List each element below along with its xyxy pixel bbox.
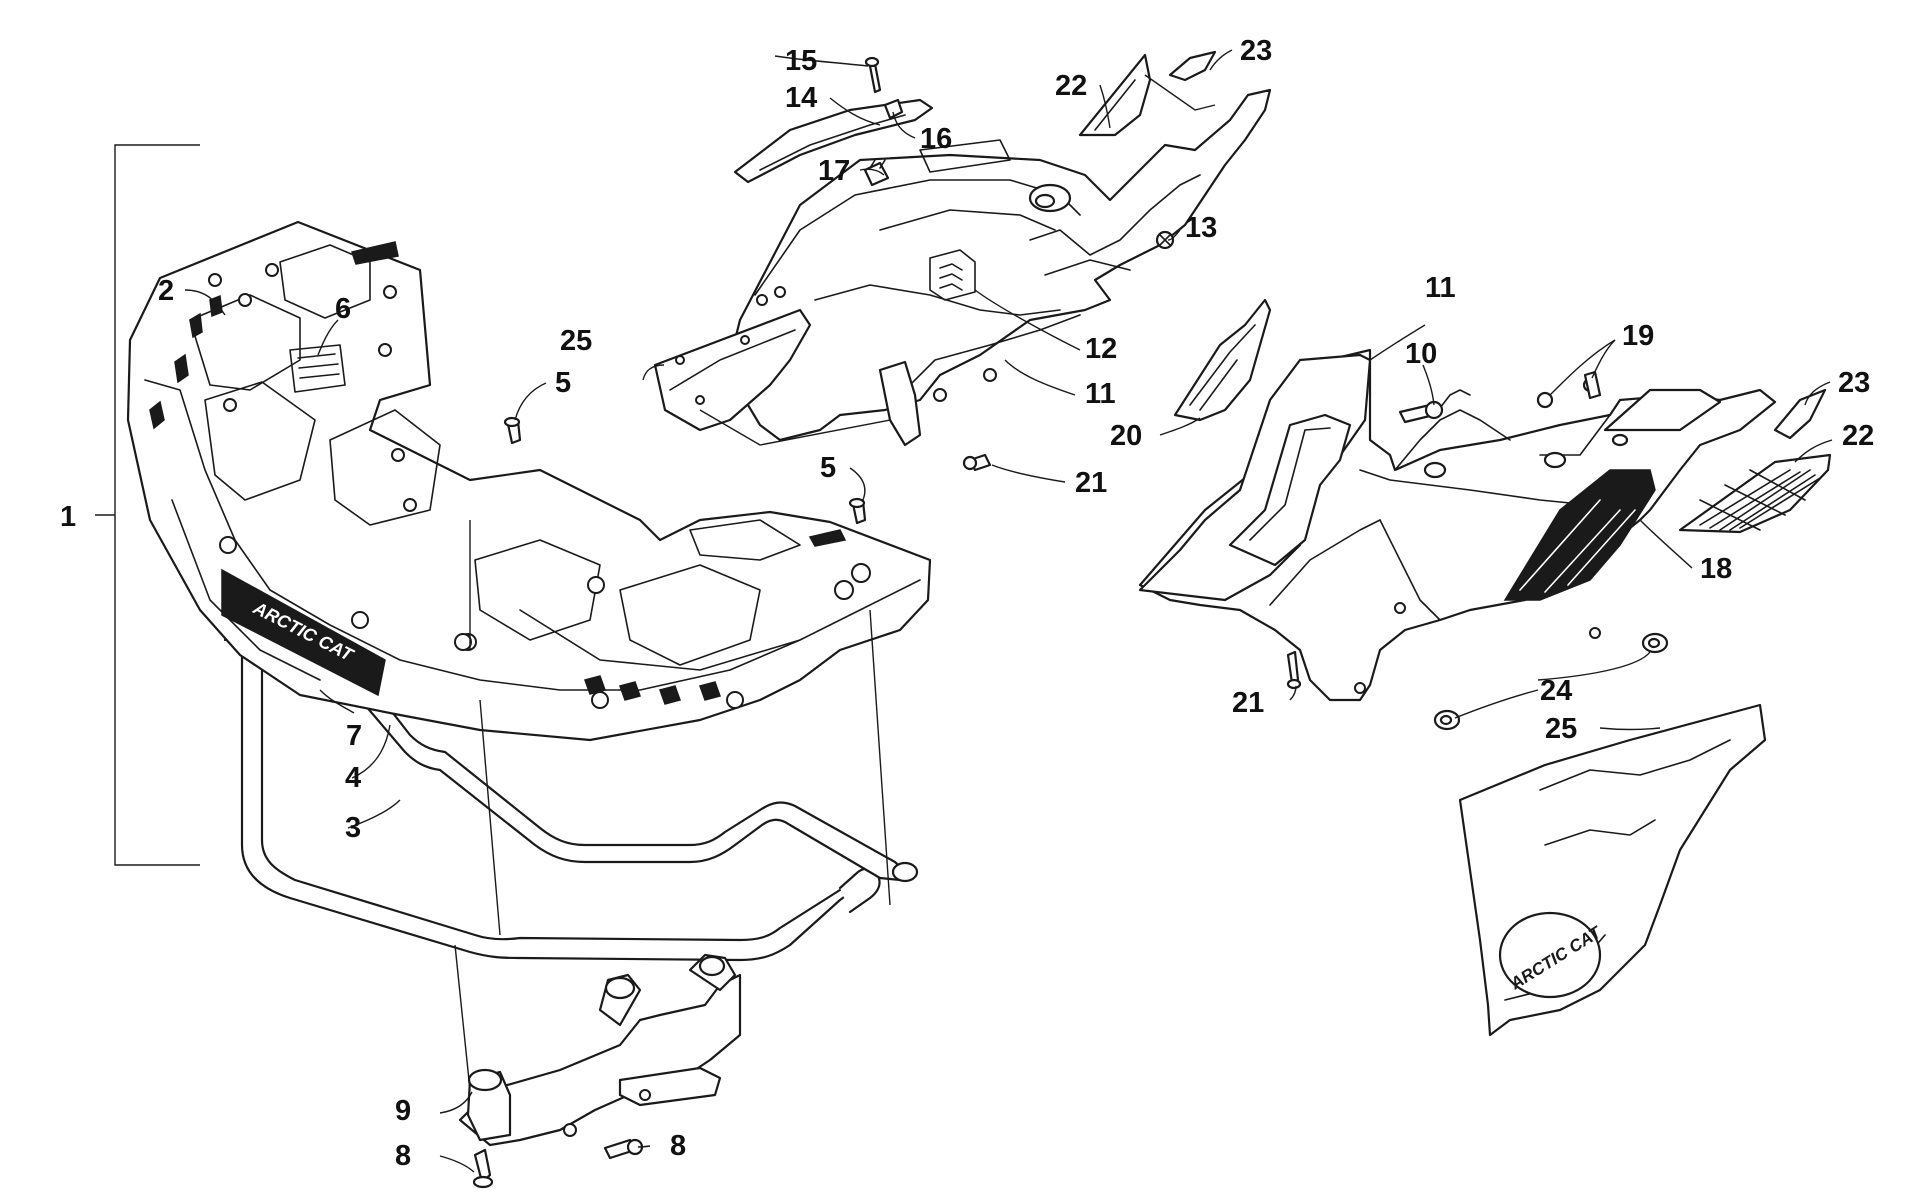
callout-8-bottom: 8 <box>395 1140 411 1172</box>
callout-8-right: 8 <box>670 1130 686 1162</box>
screw-5-left <box>503 416 522 445</box>
callout-21-upper: 21 <box>1075 467 1107 499</box>
clip-17 <box>863 159 890 187</box>
callout-21-lower: 21 <box>1232 687 1264 719</box>
callout-6: 6 <box>335 293 351 325</box>
callout-1: 1 <box>60 501 76 533</box>
bolt-8-right <box>603 1138 644 1160</box>
callout-10: 10 <box>1405 338 1437 370</box>
assembly-bracket <box>95 144 200 866</box>
callout-17: 17 <box>818 155 850 187</box>
decal-23-upper <box>1168 50 1217 82</box>
lower-side-panel-25: ARCTIC CAT <box>1458 703 1767 1037</box>
link-lines-22 <box>1144 74 1216 111</box>
callout-23-upper: 23 <box>1240 35 1272 67</box>
inner-panel-25-upper <box>653 308 812 432</box>
callout-18: 18 <box>1700 553 1732 585</box>
decal-23-right <box>1773 388 1827 440</box>
callout-5-left: 5 <box>555 367 571 399</box>
callout-4: 4 <box>345 762 361 794</box>
front-side-panel-11 <box>1138 353 1372 602</box>
front-fender-upper <box>728 88 1272 442</box>
mesh-grille-22 <box>1678 453 1832 534</box>
grommet-24-left <box>1433 709 1461 731</box>
bolt-10 <box>1398 400 1444 424</box>
callout-20: 20 <box>1110 420 1142 452</box>
callout-9: 9 <box>395 1095 411 1127</box>
front-mount-bracket <box>458 953 742 1147</box>
callout-7: 7 <box>346 720 362 752</box>
callout-14: 14 <box>785 82 817 114</box>
callout-15: 15 <box>785 45 817 77</box>
trim-22-upper <box>1078 53 1152 137</box>
vent-insert-20 <box>1173 298 1272 422</box>
fastener-15 <box>864 56 882 94</box>
clip-16 <box>883 98 904 120</box>
callout-22-upper: 22 <box>1055 70 1087 102</box>
callout-25-upper: 25 <box>560 325 592 357</box>
bolt-8-bottom <box>472 1148 494 1189</box>
callout-12: 12 <box>1085 333 1117 365</box>
callout-11-right: 11 <box>1425 272 1456 304</box>
rack-decal-6 <box>289 344 346 393</box>
rack-cushion-14 <box>733 98 934 184</box>
screw-21-lower <box>1286 650 1302 690</box>
callout-11-upper: 11 <box>1085 378 1116 410</box>
front-rack: ARCTIC CAT <box>126 220 932 742</box>
vent-12 <box>929 249 976 301</box>
front-bumper-tube-inner <box>363 688 919 883</box>
callout-16: 16 <box>920 123 952 155</box>
callout-5-right: 5 <box>820 452 836 484</box>
callout-3: 3 <box>345 812 361 844</box>
callout-22-right: 22 <box>1842 420 1874 452</box>
callout-leaders <box>184 49 1833 1173</box>
screw-21-upper <box>962 453 992 472</box>
alignment-lines <box>454 520 891 1091</box>
front-brand-decal <box>221 568 386 697</box>
grommet-24-right <box>1641 632 1669 654</box>
callout-19: 19 <box>1622 320 1654 352</box>
callout-13: 13 <box>1185 212 1217 244</box>
link-lines-25 <box>699 409 891 446</box>
screw-5-right <box>848 497 867 525</box>
callout-25-lower: 25 <box>1545 713 1577 745</box>
fastener-19 <box>1536 370 1602 409</box>
callout-labels: 1 2 3 4 5 5 6 7 8 8 9 10 11 11 12 13 14 … <box>60 35 1874 1172</box>
callout-24: 24 <box>1540 675 1572 707</box>
callout-2: 2 <box>158 275 174 307</box>
callout-23-right: 23 <box>1838 367 1870 399</box>
side-graphic-decal <box>1503 469 1656 601</box>
